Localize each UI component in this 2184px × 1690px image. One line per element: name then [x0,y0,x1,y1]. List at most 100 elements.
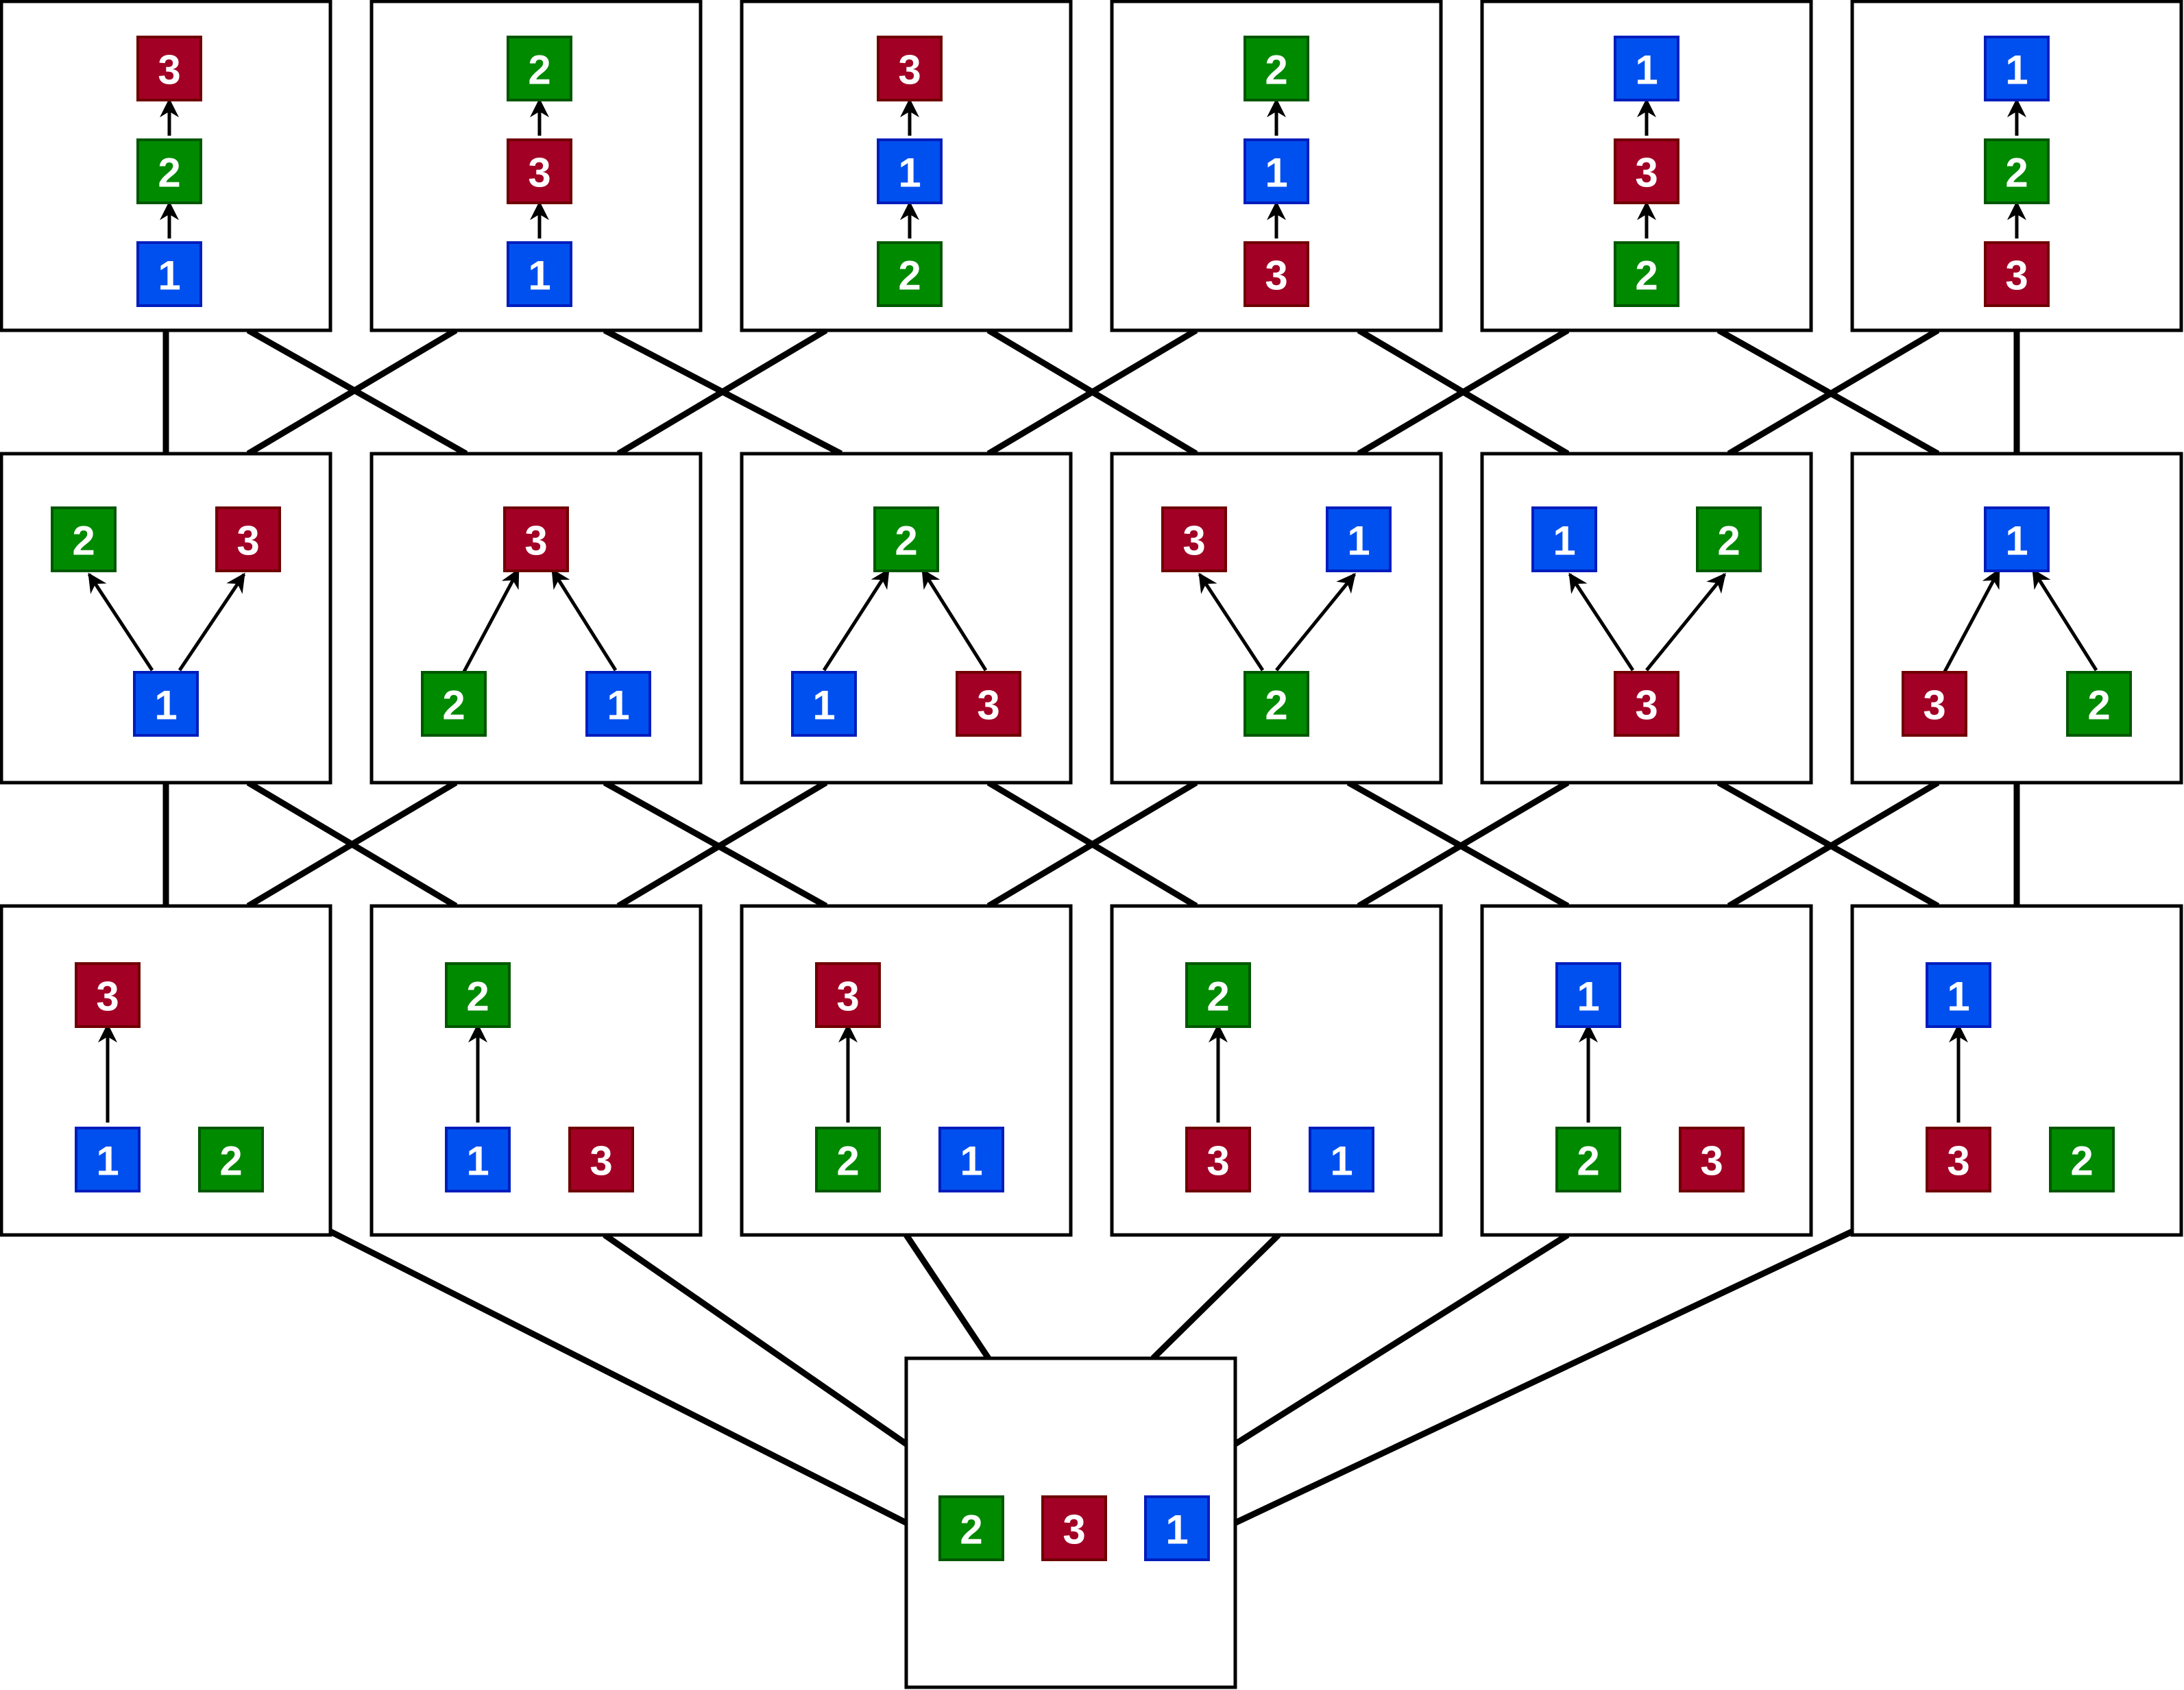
node-box [1614,36,1679,101]
node-label: 2 [1265,683,1287,728]
edge-t2-m1 [246,328,458,456]
arrow [550,568,618,672]
node-t6-3: 3 [1984,241,2050,307]
node-t1-2: 2 [136,138,202,204]
node-box [938,1495,1004,1561]
node-box [1984,36,2050,101]
node-box [585,671,651,737]
node-box [507,36,572,101]
node-label: 1 [466,1138,489,1184]
edge-t3-m2 [616,328,828,456]
node-l1-3: 3 [75,962,141,1028]
node-label: 3 [1265,253,1287,299]
arrow [921,568,988,672]
node-label: 2 [836,1138,859,1184]
node-b-2: 2 [938,1495,1004,1561]
node-box [1185,1127,1251,1192]
panel-l3 [740,904,1073,1237]
node-label: 1 [2005,47,2028,93]
edge-m6-l5 [1727,780,1940,909]
node-t3-1: 1 [877,138,943,204]
node-box [136,138,202,204]
node-label: 3 [96,974,119,1020]
node-t4-2: 2 [1243,36,1309,101]
node-t5-2: 2 [1614,241,1679,307]
node-m6-3: 3 [1902,671,1967,737]
node-label: 2 [442,683,465,728]
node-label: 1 [528,253,550,299]
node-label: 1 [960,1138,982,1184]
node-box [445,962,511,1028]
node-box [1185,962,1251,1028]
node-label: 1 [1265,150,1287,196]
edge-t6-m5 [1727,328,1940,456]
node-label: 2 [2087,683,2110,728]
node-label: 3 [1700,1138,1723,1184]
node-l4-3: 3 [1185,1127,1251,1192]
node-label: 1 [607,683,629,728]
node-label: 1 [154,683,177,728]
node-l1-2: 2 [198,1127,264,1192]
node-l2-2: 2 [445,962,511,1028]
node-box [1984,506,2050,572]
node-box [1984,241,2050,307]
node-l5-2: 2 [1555,1127,1621,1192]
node-box [1326,506,1392,572]
node-t5-1: 1 [1614,36,1679,101]
node-m4-2: 2 [1243,671,1309,737]
node-box [791,671,857,737]
edge-l4-b [1150,1232,1281,1361]
node-t5-3: 3 [1614,138,1679,204]
node-label: 1 [158,253,180,299]
node-label: 3 [1063,1507,1085,1553]
node-label: 1 [2005,518,2028,564]
node-label: 1 [1947,974,1969,1020]
node-box [507,138,572,204]
node-l2-3: 3 [568,1127,634,1192]
node-l5-1: 1 [1555,962,1621,1028]
node-box [815,962,881,1028]
node-label: 3 [236,518,259,564]
node-m4-1: 1 [1326,506,1392,572]
node-label: 1 [1347,518,1370,564]
node-t4-3: 3 [1243,241,1309,307]
node-label: 3 [898,47,921,93]
edge-l1-b [328,1228,908,1526]
node-box [507,241,572,307]
node-box [1531,506,1597,572]
node-box [2049,1127,2115,1192]
arrow [822,568,890,672]
node-m2-1: 1 [585,671,651,737]
node-l2-1: 1 [445,1127,511,1192]
node-label: 3 [524,518,547,564]
node-box [51,506,117,572]
node-label: 1 [898,150,921,196]
node-m6-1: 1 [1984,506,2050,572]
node-box [1555,962,1621,1028]
node-box [1243,671,1309,737]
node-box [75,962,141,1028]
node-box [873,506,939,572]
node-l4-2: 2 [1185,962,1251,1028]
node-m4-3: 3 [1161,506,1227,572]
node-box [136,241,202,307]
node-box [421,671,487,737]
panel-l1 [0,904,332,1237]
arrow [1568,572,1635,672]
arrow [1645,572,1726,672]
edge-l6-b [1234,1228,1854,1526]
node-l6-3: 3 [1926,1127,1991,1192]
node-t3-2: 2 [877,241,943,307]
panel-l4 [1110,904,1443,1237]
node-m2-2: 2 [421,671,487,737]
connector-lines [162,328,2020,1526]
node-box [1144,1495,1210,1561]
node-label: 2 [72,518,95,564]
node-m1-3: 3 [215,506,281,572]
node-label: 2 [1265,47,1287,93]
node-l1-1: 1 [75,1127,141,1192]
panel-l6 [1850,904,2183,1237]
node-box [1614,138,1679,204]
